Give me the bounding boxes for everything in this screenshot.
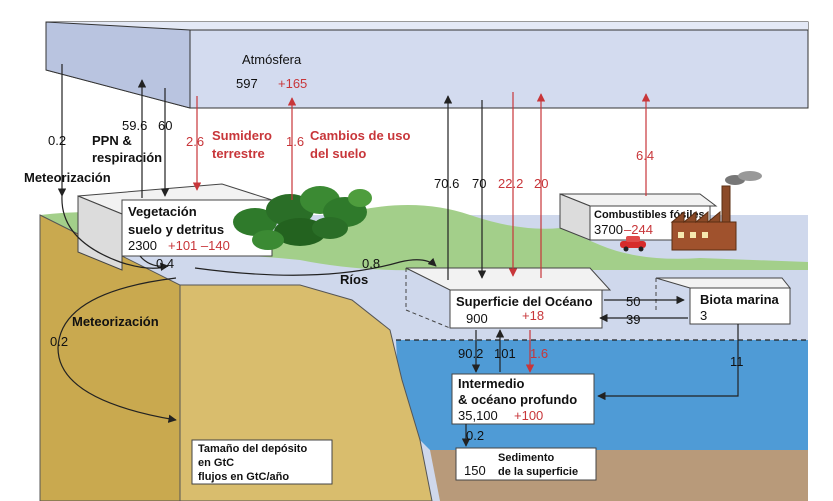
atmosphere-reservoir: Atmósfera 597 +165	[45, 21, 809, 109]
land-block-side	[39, 214, 181, 501]
label-weathering-bottom: Meteorización	[72, 314, 159, 329]
flow-ocean-down: 70	[472, 176, 486, 191]
flow-fossil-emissions: 6.4	[636, 148, 654, 163]
deep-ocean-line1: Intermedio	[458, 376, 525, 391]
flow-ocean-up: 70.6	[434, 176, 459, 191]
flow-river-to-ocean: 0.8	[362, 256, 380, 271]
legend-line1: Tamaño del depósito	[198, 443, 307, 455]
flow-labels: 0.2 59.6 60 PPN & respiración Meteorizac…	[24, 118, 744, 443]
atmosphere-name: Atmósfera	[242, 52, 302, 67]
label-land-use-2: del suelo	[310, 146, 366, 161]
flow-arrows	[57, 64, 739, 447]
label-rivers: Ríos	[340, 272, 368, 287]
vegetation-line1: Vegetación	[128, 204, 197, 219]
ocean-surface-stock: 900	[466, 311, 488, 326]
marine-biota-reservoir: Biota marina 3	[655, 277, 792, 325]
marine-biota-name: Biota marina	[700, 292, 780, 307]
sediment-line1: Sedimento	[498, 452, 555, 464]
ocean-surface-change: +18	[522, 308, 544, 323]
label-land-use-1: Cambios de uso	[310, 128, 410, 143]
label-weathering-top: Meteorización	[24, 170, 111, 185]
fossil-stock: 3700	[594, 222, 623, 237]
flow-soil-to-river: 0.4	[156, 256, 174, 271]
vegetation-stock: 2300	[128, 238, 157, 253]
flow-weathering-soil: 0.2	[50, 334, 68, 349]
vegetation-change: +101 –140	[168, 238, 230, 253]
marine-biota-stock: 3	[700, 308, 707, 323]
forest-icon	[233, 186, 372, 250]
flow-deep-to-surface: 101	[494, 346, 516, 361]
flow-biota-to-deep: 11	[730, 354, 744, 369]
flow-land-use: 1.6	[286, 134, 304, 149]
sediment-reservoir: Sedimento de la superficie 150	[455, 447, 597, 481]
label-npp-1: PPN &	[92, 133, 132, 148]
ocean-surface-name: Superficie del Océano	[456, 294, 593, 309]
legend-box: Tamaño del depósito en GtC flujos en GtC…	[191, 439, 333, 485]
flow-ocean-down-anthro: 22.2	[498, 176, 523, 191]
factory-icon	[670, 171, 762, 251]
atmosphere-stock: 597	[236, 76, 258, 91]
legend-line2: en GtC	[198, 457, 234, 469]
flow-biota-to-surface: 39	[626, 312, 640, 327]
vegetation-line2: suelo y detritus	[128, 222, 224, 237]
label-land-sink-1: Sumidero	[212, 128, 272, 143]
label-npp-2: respiración	[92, 150, 162, 165]
flow-npp-down: 60	[158, 118, 172, 133]
atmosphere-change: +165	[278, 76, 307, 91]
fossil-change: –244	[624, 222, 653, 237]
fossil-fuels-reservoir: Combustibles fósiles 3700 –244	[559, 171, 762, 252]
car-icon	[620, 236, 646, 252]
sediment-stock: 150	[464, 463, 486, 478]
deep-ocean-reservoir: Intermedio & océano profundo 35,100 +100	[451, 373, 595, 425]
ocean-surface-reservoir: Superficie del Océano 900 +18	[405, 267, 612, 329]
deep-ocean-stock: 35,100	[458, 408, 498, 423]
label-land-sink-2: terrestre	[212, 146, 265, 161]
flow-land-sink: 2.6	[186, 134, 204, 149]
flow-npp-up: 59.6	[122, 118, 147, 133]
deep-ocean-line2: & océano profundo	[458, 392, 577, 407]
flow-ocean-up-anthro: 20	[534, 176, 548, 191]
flow-surface-to-deep: 90.2	[458, 346, 483, 361]
legend-line3: flujos en GtC/año	[198, 471, 289, 483]
flow-surface-to-biota: 50	[626, 294, 640, 309]
flow-weathering-atm: 0.2	[48, 133, 66, 148]
deep-ocean-change: +100	[514, 408, 543, 423]
sediment-line2: de la superficie	[498, 466, 578, 478]
flow-surface-to-deep-anthro: 1.6	[530, 346, 548, 361]
flow-deep-to-sediment: 0.2	[466, 428, 484, 443]
